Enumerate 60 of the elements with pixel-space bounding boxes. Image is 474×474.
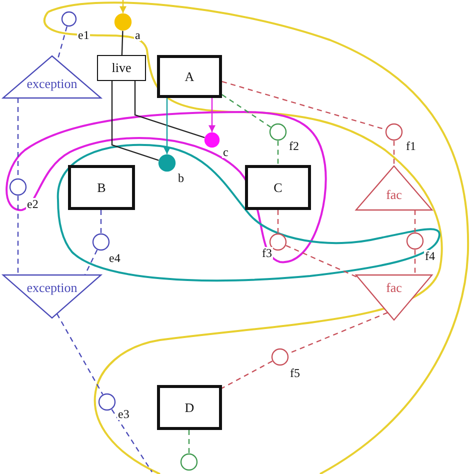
process-box bbox=[157, 55, 222, 98]
node-label: exception bbox=[26, 281, 78, 294]
dot-marker bbox=[204, 132, 220, 148]
triangle-node bbox=[356, 275, 432, 320]
port-label: e4 bbox=[108, 252, 122, 264]
connector-line bbox=[222, 360, 273, 389]
port-circle bbox=[271, 348, 289, 366]
arrow bbox=[208, 98, 216, 132]
connector-line bbox=[277, 210, 279, 234]
port-label: e2 bbox=[26, 198, 40, 210]
connector-line bbox=[56, 313, 104, 395]
connector-line bbox=[100, 210, 102, 234]
connector-line bbox=[393, 140, 395, 166]
port-circle bbox=[9, 178, 27, 196]
node-label: fac bbox=[386, 188, 402, 201]
node-label: D bbox=[184, 401, 194, 414]
connector-line bbox=[277, 140, 279, 165]
node-label: A bbox=[184, 70, 194, 83]
port-label: f2 bbox=[288, 140, 300, 152]
connector-line bbox=[111, 81, 159, 161]
port-label: b bbox=[177, 172, 185, 184]
port-circle bbox=[406, 232, 424, 250]
triangle-node bbox=[3, 275, 101, 318]
process-box bbox=[157, 385, 222, 430]
connector-line bbox=[222, 94, 272, 128]
process-box bbox=[245, 165, 311, 210]
port-label: e3 bbox=[117, 408, 130, 420]
port-label: f5 bbox=[289, 367, 301, 379]
connector-line bbox=[414, 250, 416, 275]
port-circle bbox=[92, 233, 110, 251]
port-circle bbox=[180, 453, 198, 471]
connector-line bbox=[17, 196, 19, 275]
connector-line bbox=[84, 250, 98, 276]
arrow bbox=[164, 98, 170, 154]
node-label: live bbox=[112, 61, 132, 74]
connector-line bbox=[111, 409, 152, 472]
port-label: f1 bbox=[405, 140, 417, 152]
node-label: C bbox=[274, 181, 282, 194]
process-box bbox=[97, 55, 146, 81]
node-label: exception bbox=[26, 77, 78, 90]
connector-line bbox=[188, 430, 190, 454]
port-circle bbox=[269, 123, 287, 141]
connector-line bbox=[121, 30, 124, 56]
port-circle bbox=[385, 123, 403, 141]
port-label: e1 bbox=[77, 29, 90, 41]
arrow bbox=[120, 0, 126, 14]
port-circle bbox=[98, 393, 116, 411]
port-label: f3 bbox=[261, 247, 273, 259]
connector-line bbox=[134, 81, 205, 138]
triangle-node bbox=[3, 56, 101, 98]
dot-marker bbox=[158, 154, 176, 172]
dot-marker bbox=[114, 13, 132, 31]
connector-line bbox=[286, 245, 358, 278]
node-label: B bbox=[97, 181, 106, 194]
port-label: f4 bbox=[424, 250, 436, 262]
port-circle bbox=[61, 11, 77, 27]
triangle-node bbox=[356, 166, 432, 210]
node-label: fac bbox=[386, 281, 402, 294]
connector-line bbox=[414, 210, 416, 232]
process-box bbox=[68, 165, 135, 210]
